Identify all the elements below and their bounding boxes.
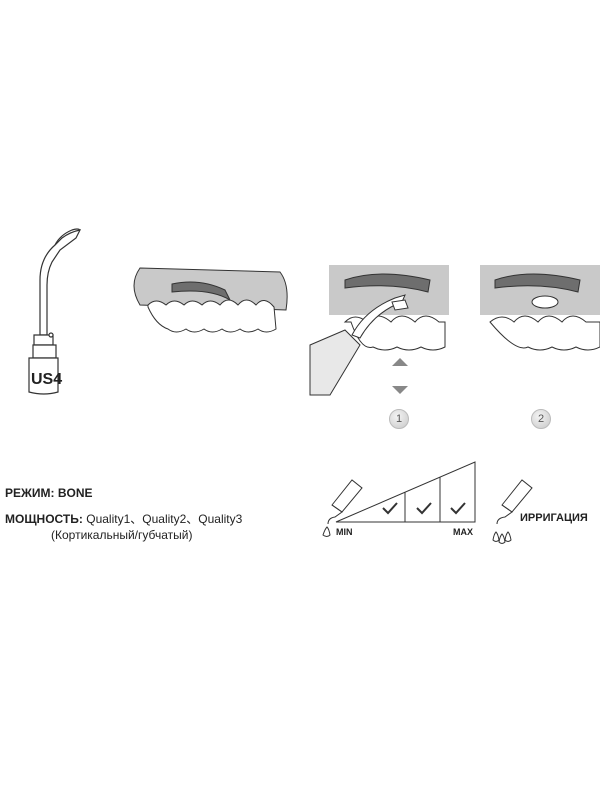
check-icon bbox=[382, 502, 398, 515]
power-note: (Кортикальный/губчатый) bbox=[51, 528, 193, 542]
arrow-down-icon bbox=[392, 386, 408, 394]
step2-drawing bbox=[480, 265, 600, 351]
handpiece-min-icon bbox=[322, 479, 363, 537]
irrigation-label: ИРРИГАЦИЯ bbox=[520, 512, 588, 524]
mode-label: РЕЖИМ: bbox=[5, 486, 55, 500]
jaw-drawing bbox=[133, 267, 288, 333]
us4-tip-drawing bbox=[28, 228, 82, 395]
scale-max-label: MAX bbox=[453, 527, 473, 537]
power-scale bbox=[335, 461, 476, 523]
step-1-badge: 1 bbox=[389, 409, 409, 429]
scale-min-label: MIN bbox=[336, 527, 353, 537]
mode-value: BONE bbox=[57, 486, 93, 500]
power-label: МОЩНОСТЬ: bbox=[5, 512, 83, 526]
check-icon bbox=[416, 502, 432, 515]
tip-label: US4 bbox=[31, 371, 63, 388]
mode-line: РЕЖИМ: BONE bbox=[5, 486, 93, 500]
step-2-badge: 2 bbox=[531, 409, 551, 429]
power-line: МОЩНОСТЬ: Quality1、Quality2、Quality3 bbox=[5, 510, 242, 527]
handpiece-irrigation-icon bbox=[492, 479, 533, 544]
arrow-up-icon bbox=[392, 358, 408, 366]
power-value: Quality1、Quality2、Quality3 bbox=[86, 512, 243, 526]
check-icon bbox=[450, 502, 466, 515]
step1-drawing bbox=[309, 265, 449, 396]
